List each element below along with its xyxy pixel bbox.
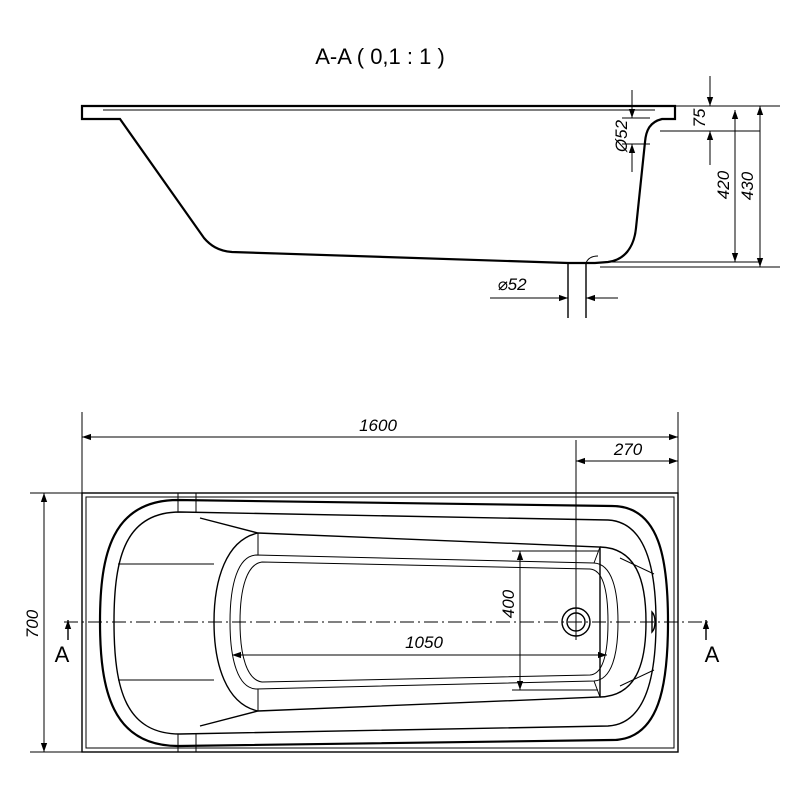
inner-length-dimension: 1050: [232, 633, 607, 659]
overflow-diameter-label: Ø52: [612, 119, 631, 153]
plan-view: 1600 270 700: [23, 412, 720, 753]
rim-depth-dimension: 75: [660, 76, 780, 165]
inner-floor-outline: [229, 554, 619, 690]
inner-floor-inner-line: [239, 561, 609, 683]
drain-offset-label: 270: [613, 440, 643, 459]
total-height-label: 430: [738, 171, 757, 200]
overflow-outlet: [651, 610, 656, 634]
section-marker-left-label: A: [55, 642, 70, 667]
drain-pipe: [567, 263, 587, 318]
section-marker-left: A: [55, 620, 72, 667]
drain-pipe-bend: [585, 255, 599, 264]
section-marker-right-label: A: [705, 642, 720, 667]
tub-bowl-outer: [98, 498, 670, 748]
overflow-height-label: 420: [714, 170, 733, 199]
tub-section-outline: [80, 104, 677, 265]
drain-diameter-label: ⌀52: [497, 275, 527, 294]
total-height-dimension: 430: [600, 106, 780, 268]
overflow-dimension: Ø52: [612, 90, 650, 172]
inner-width-dimension: 400: [499, 550, 598, 691]
width-label: 700: [23, 609, 42, 638]
inner-width-label: 400: [499, 589, 518, 618]
length-label: 1600: [359, 416, 397, 435]
section-title: A-A ( 0,1 : 1 ): [315, 44, 445, 69]
rim-depth-label: 75: [690, 108, 709, 127]
section-view: A-A ( 0,1 : 1 ) Ø52 75 420: [80, 44, 780, 318]
length-dimension: 1600: [81, 412, 679, 496]
handle-notches: [177, 493, 197, 752]
section-marker-right: A: [702, 620, 720, 667]
drain-offset-dimension: 270: [575, 440, 678, 612]
width-dimension: 700: [23, 492, 82, 753]
inner-length-label: 1050: [405, 633, 443, 652]
overflow-height-dimension: 420: [714, 110, 739, 262]
drain-hole: [561, 604, 591, 640]
armrest-segment-lines: [118, 533, 655, 711]
drain-diameter-dimension: ⌀52: [490, 275, 618, 302]
